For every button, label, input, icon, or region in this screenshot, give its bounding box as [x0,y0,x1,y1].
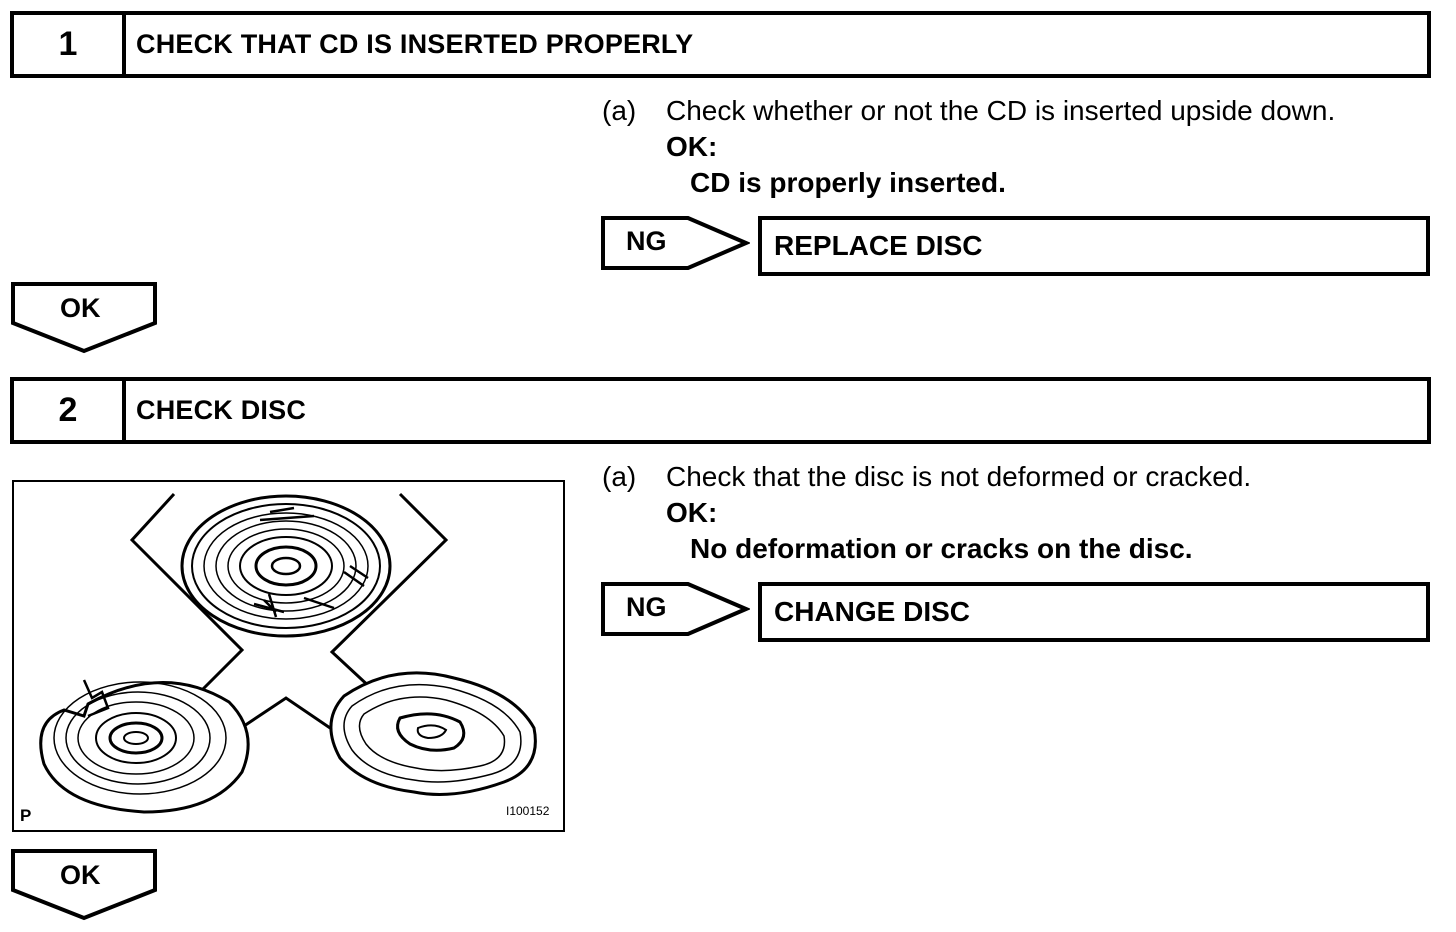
step-1-ok-label: OK: [666,131,718,162]
step-2-ok-label: OK: [666,497,718,528]
step-2-header: 2 CHECK DISC [10,377,1431,444]
illustration-figure-id: I100152 [506,804,550,818]
step-1-ng-arrow: NG [600,215,752,271]
step-1-instruction-marker: (a) [602,95,637,126]
step-2-title: CHECK DISC [136,395,307,425]
disc-illustration: P I100152 [12,480,565,832]
ok-down-arrow-icon [11,282,157,354]
step-2-ng-label: NG [626,592,667,622]
step-2-ng-arrow: NG [600,581,752,637]
step-1-header: 1 CHECK THAT CD IS INSERTED PROPERLY [10,11,1431,78]
step-2-ng-action: CHANGE DISC [758,582,1430,642]
disc-deformed-icon [329,671,537,796]
step-1-ok-flow: OK [10,281,160,355]
illustration-corner-label: P [20,806,32,825]
step-1-number: 1 [14,15,126,74]
step-2-ok-condition: No deformation or cracks on the disc. [690,533,1193,564]
step-1-ng-action: REPLACE DISC [758,216,1430,276]
step-1-ng-label: NG [626,226,667,256]
disc-defects-figure [39,492,537,814]
disc-cracked-icon [39,679,250,814]
ng-arrow-icon [601,582,752,636]
step-2-instruction-marker: (a) [602,461,637,492]
step-1-title: CHECK THAT CD IS INSERTED PROPERLY [136,29,694,59]
step-1-ok-condition: CD is properly inserted. [690,167,1006,198]
disc-scratched-icon [180,494,392,638]
step-1-instruction: Check whether or not the CD is inserted … [666,95,1336,126]
step-2-ok-flow-label: OK [60,860,101,890]
ng-arrow-icon [601,216,752,270]
step-2-instruction: Check that the disc is not deformed or c… [666,461,1252,492]
step-2-ok-flow: OK [10,848,160,922]
step-1-ok-flow-label: OK [60,293,101,323]
ok-down-arrow-icon [11,849,157,921]
step-2-number: 2 [14,381,126,440]
